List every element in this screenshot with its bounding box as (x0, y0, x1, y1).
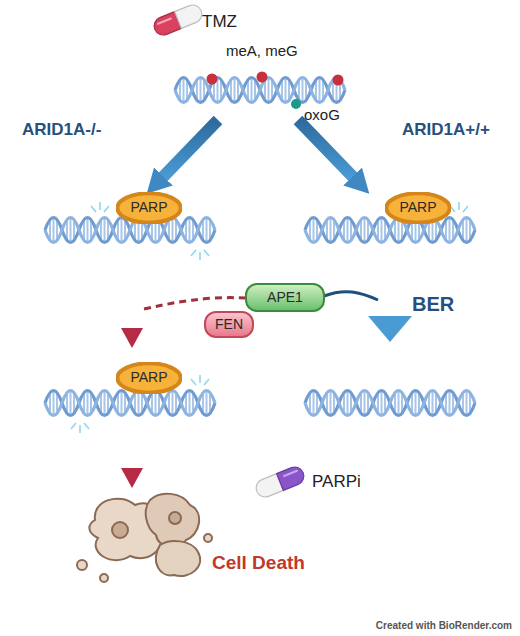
ber-arrow (378, 266, 402, 318)
genotype-label: ARID1A+/+ (402, 120, 490, 140)
node-text: PARP (130, 370, 167, 385)
drug-label: TMZ (202, 12, 237, 32)
drug-label: PARPi (312, 472, 361, 492)
methyl-lesion (207, 74, 218, 85)
progress-arrow (127, 438, 137, 470)
dying-cells (77, 494, 212, 582)
methyl-lesion (333, 75, 344, 86)
methyl-lesion (257, 72, 268, 83)
node-text: FEN (215, 317, 243, 332)
dna-helix (305, 378, 475, 428)
node-text: PARP (130, 200, 167, 215)
node-text: PARP (399, 200, 436, 215)
parpi-pill (253, 464, 306, 499)
progress-arrow (127, 266, 137, 330)
lesion-label: meA, meG (226, 42, 298, 59)
pathway-label: BER (412, 293, 454, 316)
split-arrow (298, 120, 354, 178)
enzyme-box: FEN (204, 311, 254, 338)
node-text: APE1 (267, 290, 303, 305)
repair-line (324, 292, 378, 300)
credit-note: Created with BioRender.com (376, 620, 512, 632)
protein-ellipse: PARP (116, 192, 182, 224)
genotype-label: ARID1A-/- (22, 120, 101, 140)
protein-ellipse: PARP (116, 362, 182, 394)
outcome-label: Cell Death (212, 552, 305, 574)
oxog-lesion (291, 99, 301, 109)
split-arrow (162, 120, 218, 178)
enzyme-box: APE1 (245, 283, 325, 312)
blocked-repair-line (140, 298, 246, 310)
lesion-label: oxoG (304, 106, 340, 123)
protein-ellipse: PARP (385, 192, 451, 224)
tmz-pill (151, 2, 204, 37)
